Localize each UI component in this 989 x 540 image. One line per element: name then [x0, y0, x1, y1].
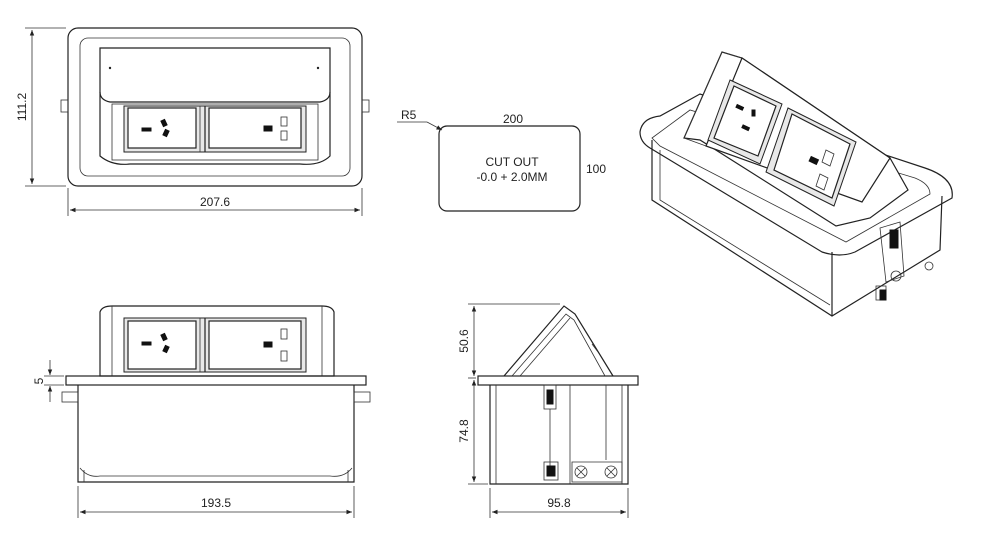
flange-label: 5 [32, 377, 46, 384]
cutout-title: CUT OUT [485, 155, 539, 169]
dim-side-width: 193.5 [77, 486, 355, 518]
dim-front-width: 207.6 [67, 188, 363, 216]
dim-end-width: 95.8 [489, 488, 629, 518]
dim-flange: 5 [32, 360, 64, 402]
top-view [60, 27, 370, 187]
front-width-label: 207.6 [200, 195, 230, 209]
cutout-view: 200 100 CUT OUT -0.0 + 2.0MM R5 [397, 108, 606, 212]
side-view [61, 305, 371, 483]
end-lower-height-label: 74.8 [457, 419, 471, 443]
end-upper-height-label: 50.6 [457, 329, 471, 353]
end-width-label: 95.8 [547, 496, 571, 510]
cutout-width-label: 200 [503, 112, 523, 126]
front-height-label: 111.2 [15, 93, 29, 122]
cutout-height-label: 100 [586, 162, 606, 176]
isometric-view [639, 51, 953, 317]
dim-end-heights: 50.6 74.8 [457, 303, 560, 485]
end-view [477, 305, 639, 485]
side-width-label: 193.5 [201, 496, 231, 510]
cutout-radius-label: R5 [401, 108, 417, 122]
cutout-tolerance: -0.0 + 2.0MM [476, 170, 547, 184]
dim-front-height: 111.2 [15, 27, 66, 187]
